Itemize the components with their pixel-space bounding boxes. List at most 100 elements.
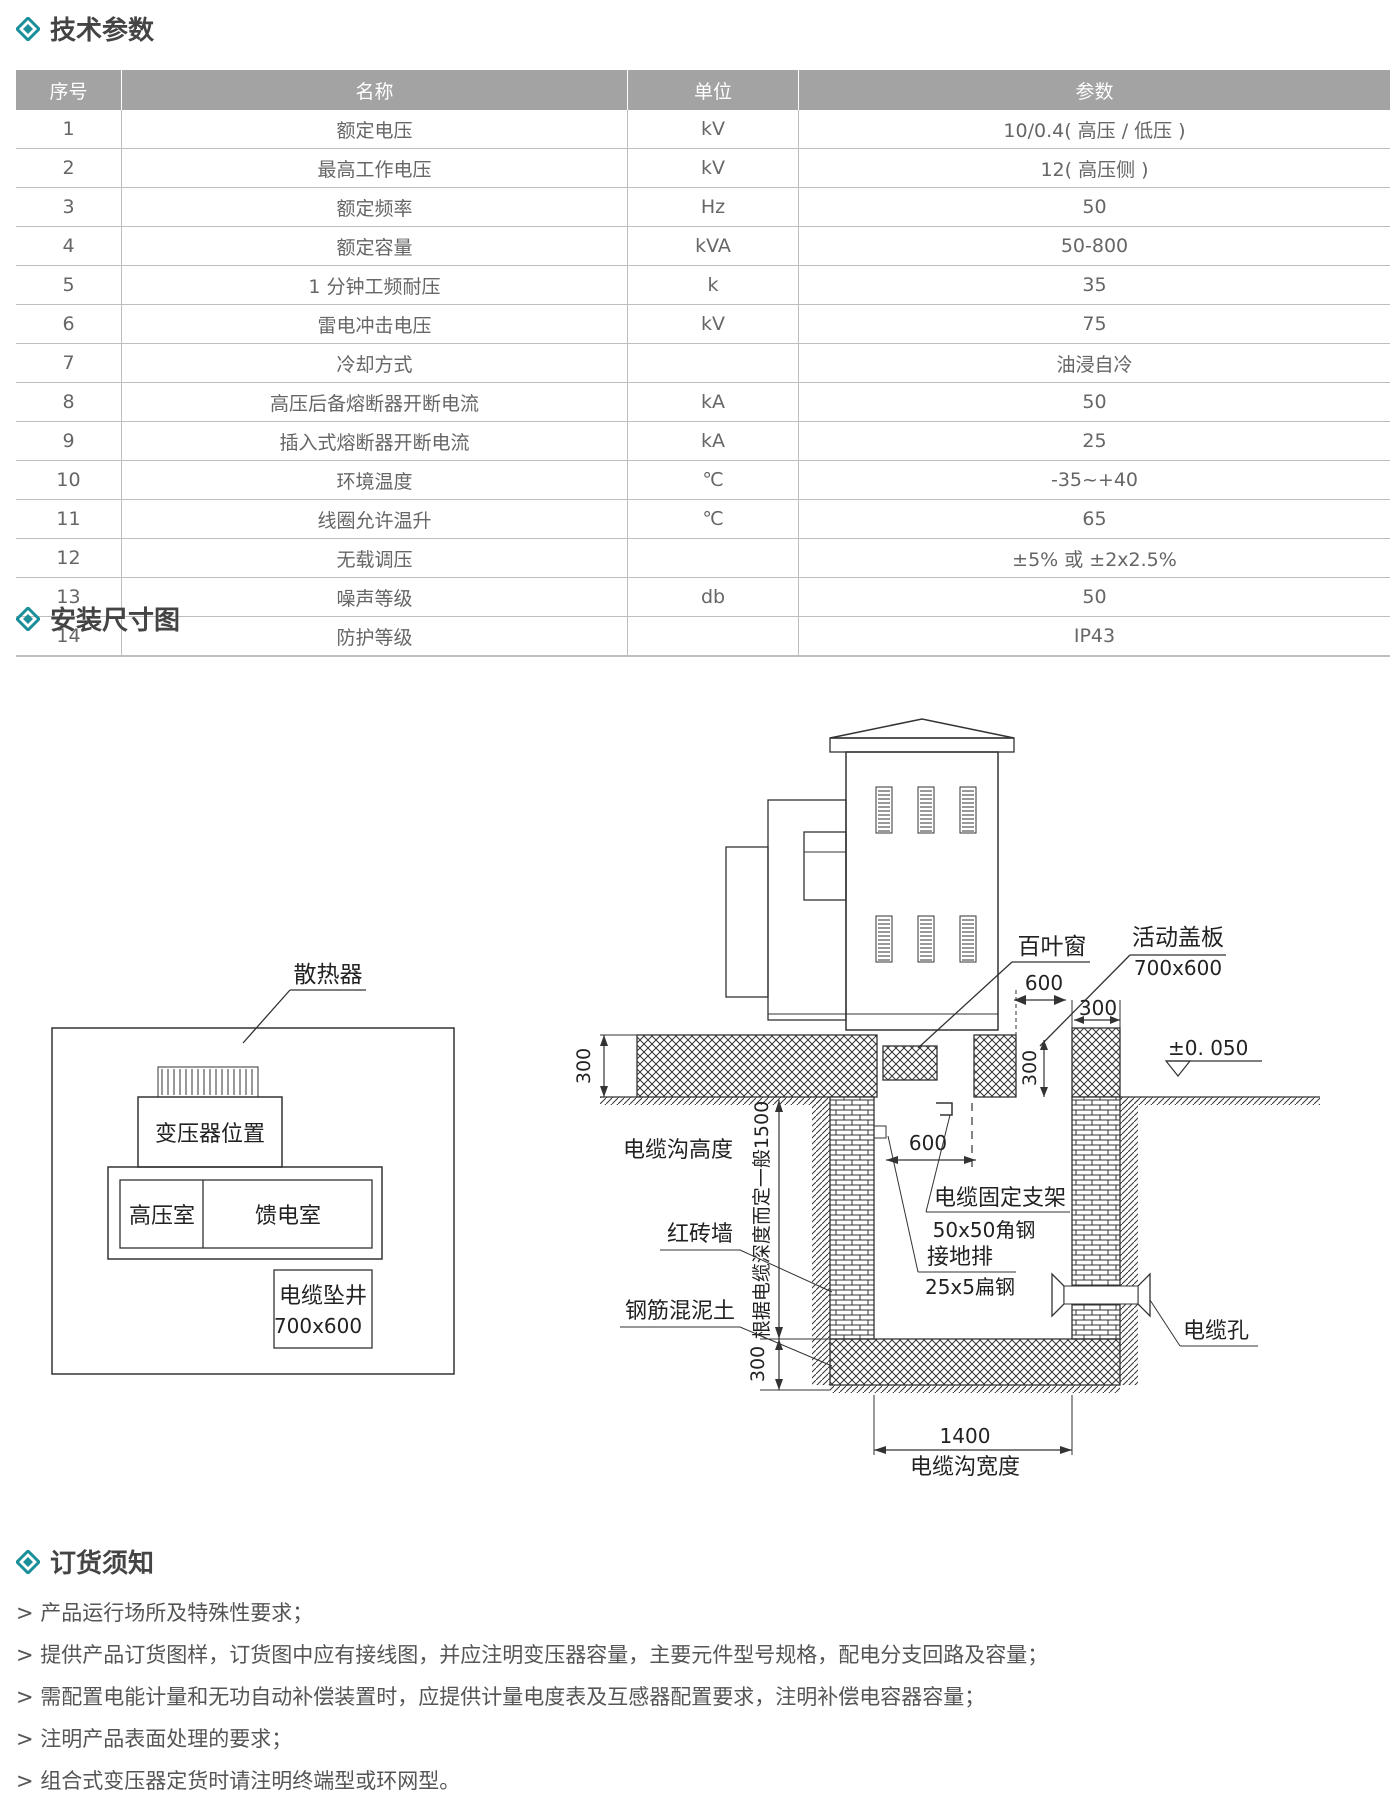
cell-name: 线圈允许温升 [121,499,628,539]
section-title-text: 技术参数 [50,16,155,46]
cell-value: 50 [798,382,1390,422]
header-value: 参数 [798,70,1390,110]
cell-name: 额定电压 [121,110,628,149]
cover-label: 活动盖板 [1132,925,1224,951]
louver-vents [875,786,977,963]
section-title-text: 订货须知 [50,1549,155,1579]
radiator-fins [157,1066,259,1098]
cell-index: 3 [16,187,122,227]
dim-300-bottom: 300 [747,1346,769,1382]
installation-drawing: 散热器 变压器位置 高压室 馈电室 电缆坠井 700x600 [51,718,1320,1480]
cover-size: 700x600 [1134,956,1222,980]
cell-value: 65 [798,499,1390,539]
hv-room-label: 高压室 [129,1204,195,1229]
elevation-label: ±0. 050 [1168,1036,1248,1060]
section-title-order: 订货须知 [16,1543,154,1580]
cell-name: 无载调压 [121,538,628,578]
note-item: > 需配置电能计量和无功自动补偿装置时，应提供计量电度表及互感器配置要求，注明补… [16,1685,986,1709]
cell-index: 10 [16,460,122,500]
cell-value: 35 [798,265,1390,305]
trench-height-label: 电缆沟高度 [623,1138,733,1163]
bracket-spec: 50x50角钢 [933,1218,1036,1242]
section-view: 百叶窗 活动盖板 700x600 600 300 ±0. 050 300 [573,718,1320,1480]
cell-unit: kV [627,148,799,188]
header-index: 序号 [16,70,122,110]
cell-unit: kA [627,421,799,461]
cell-unit: k [627,265,799,305]
cell-index: 8 [16,382,122,422]
cell-unit: kV [627,110,799,149]
header-name: 名称 [121,70,628,110]
width-label: 电缆沟宽度 [910,1455,1020,1480]
cell-value: 12( 高压侧 ) [798,148,1390,188]
dim-300-top: 300 [1079,996,1117,1020]
bracket-label: 电缆固定支架 [934,1186,1066,1211]
section-title-spec: 技术参数 [16,10,154,47]
note-item: > 提供产品订货图样，订货图中应有接线图，并应注明变压器容量，主要元件型号规格，… [16,1643,1049,1667]
section-title-text: 安装尺寸图 [50,606,181,636]
ground-bar-label: 接地排 [927,1245,993,1270]
dim-300-left: 300 [573,1048,595,1084]
cell-index: 11 [16,499,122,539]
cell-unit [627,616,799,657]
brick-wall-label: 红砖墙 [667,1222,733,1247]
cell-value: ±5% 或 ±2x2.5% [798,538,1390,578]
cell-value: 50 [798,187,1390,227]
cell-index: 1 [16,110,122,149]
cell-index: 2 [16,148,122,188]
cell-value: 75 [798,304,1390,344]
cell-value: 50 [798,577,1390,617]
order-notes: > 产品运行场所及特殊性要求； > 提供产品订货图样，订货图中应有接线图，并应注… [16,1592,1048,1802]
cell-name: 插入式熔断器开断电流 [121,421,628,461]
cell-name: 额定频率 [121,187,628,227]
cell-name: 防护等级 [121,616,628,657]
ground-bar-spec: 25x5扁钢 [925,1275,1015,1299]
dim-600-top: 600 [1025,971,1063,995]
cell-name: 冷却方式 [121,343,628,383]
cell-index: 5 [16,265,122,305]
radiator-label: 散热器 [294,962,363,988]
cell-unit: ℃ [627,499,799,539]
feeder-room-label: 馈电室 [255,1204,321,1229]
cable-hole-label: 电缆孔 [1183,1319,1249,1344]
cable-shaft-label: 电缆坠井 [279,1284,367,1309]
cell-unit: kA [627,382,799,422]
diamond-icon [16,1549,40,1574]
cell-index: 6 [16,304,122,344]
diamond-icon [16,606,40,631]
cell-name: 环境温度 [121,460,628,500]
cell-name: 高压后备熔断器开断电流 [121,382,628,422]
cell-unit: kV [627,304,799,344]
cell-name: 噪声等级 [121,577,628,617]
cell-value: 油浸自冷 [798,343,1390,383]
dim-300-mid: 300 [1019,1050,1041,1086]
louver-label: 百叶窗 [1018,934,1087,960]
cell-value: 50-800 [798,226,1390,266]
cell-value: IP43 [798,616,1390,657]
note-item: > 注明产品表面处理的要求； [16,1727,293,1751]
cell-unit: Hz [627,187,799,227]
cell-index: 9 [16,421,122,461]
concrete-label: 钢筋混泥土 [625,1299,735,1324]
cell-index: 7 [16,343,122,383]
depth-note: 根据电缆深度而定一般1500 [751,1101,773,1339]
cell-name: 1 分钟工频耐压 [121,265,628,305]
cell-index: 4 [16,226,122,266]
cell-unit: db [627,577,799,617]
diamond-icon [16,16,40,41]
section-title-drawing: 安装尺寸图 [16,600,180,637]
cell-unit: ℃ [627,460,799,500]
